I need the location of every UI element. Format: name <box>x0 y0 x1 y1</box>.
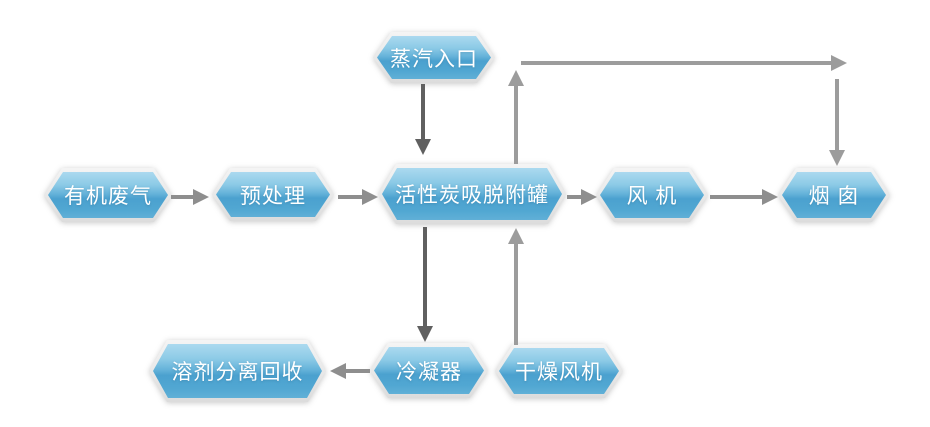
node-label: 活性炭吸脱附罐 <box>395 184 549 207</box>
arrow-shaft-tank-upward <box>514 86 518 164</box>
node-condenser: 冷凝器 <box>370 343 488 398</box>
arrow-head-left-icon <box>330 363 346 379</box>
node-label: 蒸汽入口 <box>390 47 478 71</box>
hexagon-border: 冷凝器 <box>370 343 488 398</box>
hexagon-border: 活性炭吸脱附罐 <box>378 164 566 224</box>
hexagon-border: 有机废气 <box>44 168 172 222</box>
hexagon-fill: 有机废气 <box>48 172 168 218</box>
arrow-head-down-icon <box>829 150 845 166</box>
arrow-head-right-icon <box>831 55 847 71</box>
arrow-shaft-fan-to-chimney <box>710 195 762 199</box>
hexagon-border: 预处理 <box>212 168 334 221</box>
arrow-head-down-icon <box>417 326 433 342</box>
arrow-shaft-wastegas-to-pretreatment <box>171 195 193 199</box>
node-adsorption-tank: 活性炭吸脱附罐 <box>378 164 566 224</box>
hexagon-fill: 溶剂分离回收 <box>153 344 322 398</box>
node-solvent-recovery: 溶剂分离回收 <box>149 340 326 402</box>
arrow-shaft-pretreatment-to-tank <box>338 195 362 199</box>
node-steam-inlet: 蒸汽入口 <box>373 32 495 83</box>
node-pretreatment: 预处理 <box>212 168 334 221</box>
node-label: 预处理 <box>240 184 306 208</box>
node-chimney: 烟 囱 <box>778 168 890 222</box>
hexagon-fill: 烟 囱 <box>782 172 886 218</box>
hexagon-border: 蒸汽入口 <box>373 32 495 83</box>
node-drying-fan: 干燥风机 <box>495 344 623 398</box>
arrow-shaft-condenser-to-solvent-recovery <box>346 369 370 373</box>
arrow-head-right-icon <box>362 189 378 205</box>
hexagon-border: 干燥风机 <box>495 344 623 398</box>
node-label: 溶剂分离回收 <box>171 361 304 384</box>
arrow-shaft-tank-to-fan <box>567 195 581 199</box>
node-organic-waste-gas: 有机废气 <box>44 168 172 222</box>
hexagon-fill: 预处理 <box>216 172 330 217</box>
arrow-head-right-icon <box>193 189 209 205</box>
node-label: 烟 囱 <box>808 185 860 208</box>
arrow-head-up-icon <box>508 70 524 86</box>
arrow-head-down-icon <box>415 139 431 155</box>
hexagon-fill: 风 机 <box>600 172 704 218</box>
hexagon-border: 烟 囱 <box>778 168 890 222</box>
arrow-head-right-icon <box>762 189 778 205</box>
arrow-head-up-icon <box>508 228 524 244</box>
node-label: 冷凝器 <box>396 360 462 384</box>
arrow-shaft-steam-to-tank <box>421 84 425 139</box>
arrow-shaft-tank-to-condenser <box>423 227 427 326</box>
arrow-shaft-down-to-chimney <box>835 79 839 150</box>
arrow-shaft-dryingfan-to-tank <box>514 244 518 345</box>
hexagon-fill: 蒸汽入口 <box>377 36 491 79</box>
hexagon-border: 风 机 <box>596 168 708 222</box>
arrow-head-right-icon <box>581 189 597 205</box>
hexagon-border: 溶剂分离回收 <box>149 340 326 402</box>
hexagon-fill: 冷凝器 <box>374 347 484 394</box>
node-label: 风 机 <box>626 185 678 208</box>
hexagon-fill: 干燥风机 <box>499 348 619 394</box>
node-label: 干燥风机 <box>515 361 603 384</box>
arrow-shaft-top-horizontal-run <box>521 61 831 65</box>
node-label: 有机废气 <box>64 185 152 208</box>
node-fan: 风 机 <box>596 168 708 222</box>
hexagon-fill: 活性炭吸脱附罐 <box>382 168 562 220</box>
